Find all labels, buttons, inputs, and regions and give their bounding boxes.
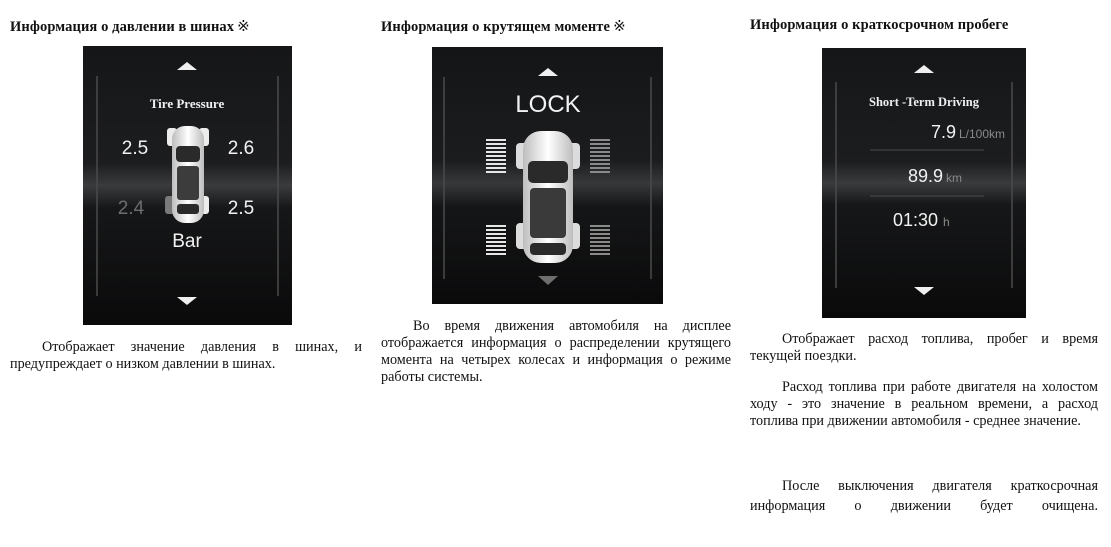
- arrow-up-icon: [177, 62, 197, 70]
- time-value: 01:30: [893, 210, 938, 230]
- tire-pressure-display: Tire Pressure 2.5 2.6 2.4 2.5 Bar: [83, 46, 292, 325]
- arrow-down-icon: [914, 287, 934, 295]
- arrow-up-icon: [538, 68, 558, 76]
- car-top-view-icon: [165, 126, 209, 223]
- section-heading: Информация о крутящем моменте※: [381, 19, 626, 35]
- arrow-up-icon: [914, 65, 934, 73]
- section-description-idle: Расход топлива при работе двигателя на х…: [750, 379, 1098, 429]
- section-description-reset: После выключения двигателя краткосрочная…: [750, 478, 1098, 514]
- time-unit: h: [943, 215, 950, 229]
- note-symbol: ※: [237, 19, 250, 35]
- distance-unit: km: [946, 171, 962, 185]
- arrow-down-icon: [177, 297, 197, 305]
- section-heading: Информация о давлении в шинах※: [10, 19, 250, 35]
- pressure-rear-right: 2.5: [228, 198, 254, 219]
- arrow-down-icon: [538, 276, 558, 285]
- section-description: Отображает значение давления в шинах, и …: [10, 339, 362, 372]
- pressure-unit: Bar: [172, 231, 202, 252]
- section-heading: Информация о краткосрочном пробеге: [750, 17, 1009, 33]
- pressure-rear-left: 2.4: [118, 198, 145, 219]
- section-description: Во время движения автомобиля на дисплее …: [381, 318, 731, 385]
- torque-bars-icon: [486, 139, 610, 255]
- display-title: Tire Pressure: [150, 96, 225, 111]
- torque-display: LOCK: [432, 47, 663, 304]
- car-top-view-icon: [516, 131, 580, 263]
- distance-value: 89.9: [908, 166, 943, 186]
- short-term-driving-display: Short -Term Driving 7.9 L/100km 89.9 km …: [822, 48, 1026, 318]
- section-description: Отображает расход топлива, пробег и врем…: [750, 331, 1098, 364]
- fuel-unit: L/100km: [959, 127, 1005, 141]
- note-symbol: ※: [613, 19, 626, 35]
- pressure-front-right: 2.6: [228, 138, 254, 159]
- fuel-value: 7.9: [931, 122, 956, 142]
- pressure-front-left: 2.5: [122, 138, 148, 159]
- mode-label: LOCK: [515, 91, 580, 118]
- display-title: Short -Term Driving: [869, 95, 980, 109]
